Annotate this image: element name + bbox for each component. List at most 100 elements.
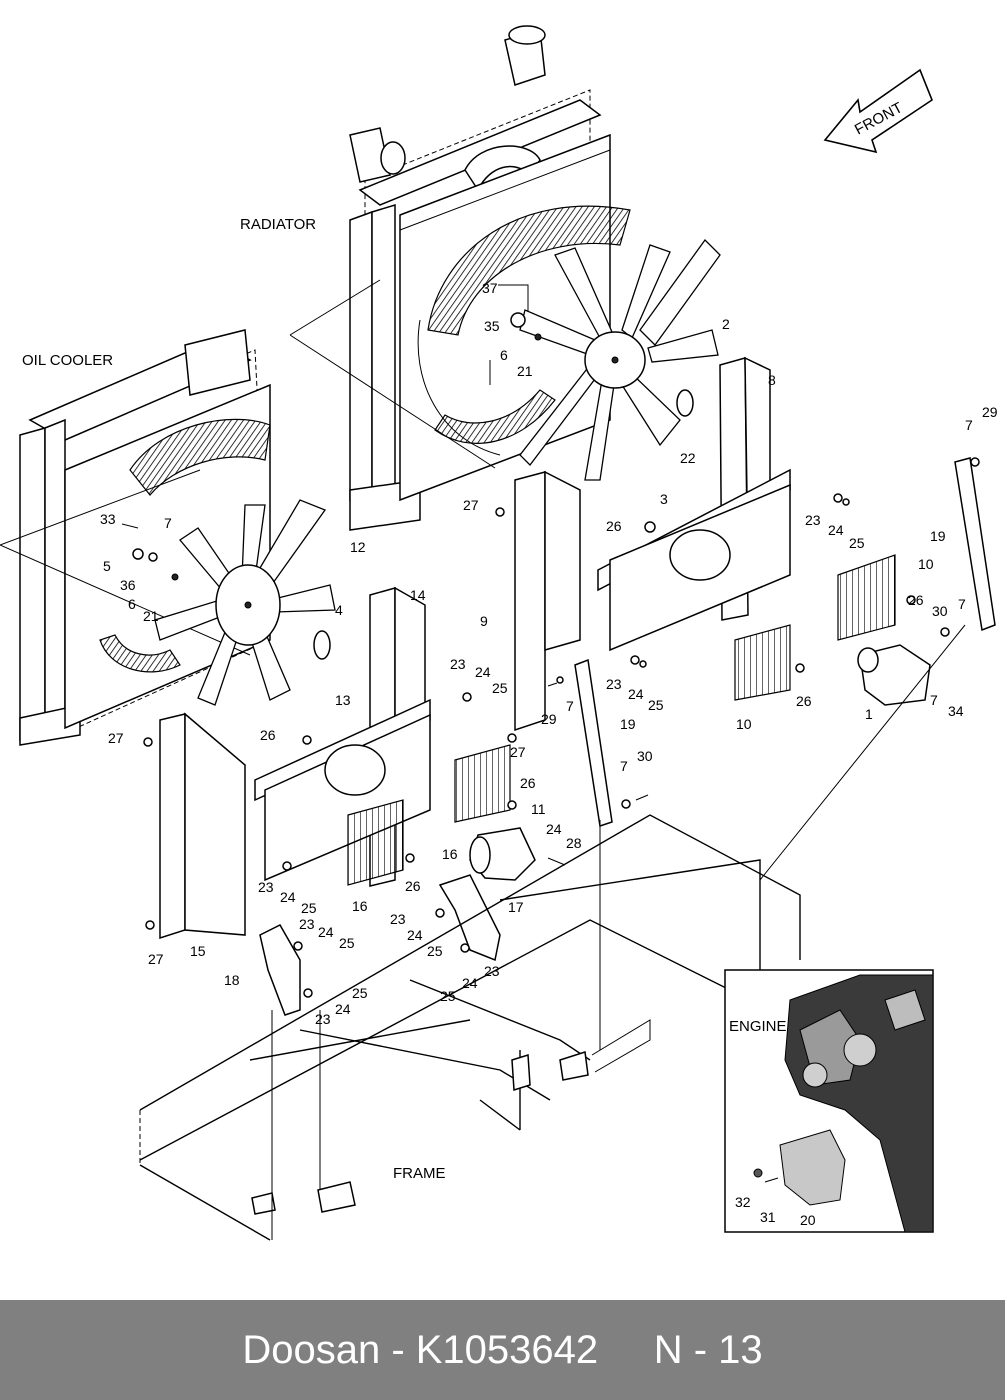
hardware-symbols	[121, 284, 980, 998]
callout-23-e: 23	[299, 916, 315, 932]
footer-part-number: K1053642	[415, 1327, 599, 1372]
callout-24-g: 24	[407, 927, 423, 943]
callout-12: 12	[350, 539, 366, 555]
callout-3: 3	[660, 491, 668, 507]
callout-7-oil-cooler: 7	[164, 515, 172, 531]
fan-motor-1	[857, 644, 931, 706]
callout-25-c: 25	[492, 680, 508, 696]
callout-36: 36	[120, 577, 136, 593]
footer-bar: Doosan - K1053642 N - 13	[0, 1300, 1005, 1400]
callout-25-h: 25	[352, 985, 368, 1001]
exploded-parts-diagram: FRONT RADIATOR	[0, 25, 998, 1241]
oil-cooler-fan	[154, 499, 336, 706]
callout-29-a: 29	[982, 404, 998, 420]
callout-25-a: 25	[849, 535, 865, 551]
callout-32: 32	[735, 1194, 751, 1210]
support-rod-19-left	[574, 658, 613, 827]
callout-10-lower: 10	[736, 716, 752, 732]
radiator-label: RADIATOR	[240, 216, 316, 233]
callout-20: 20	[800, 1212, 816, 1228]
callout-28: 28	[566, 835, 582, 851]
bracket-9	[514, 471, 546, 732]
callout-14: 14	[410, 587, 426, 603]
callout-27-d: 27	[148, 951, 164, 967]
callout-24-c: 24	[475, 664, 491, 680]
engine-label: ENGINE	[729, 1018, 787, 1035]
callout-23-f: 23	[390, 911, 406, 927]
callout-16-upper: 16	[442, 846, 458, 862]
callout-31: 31	[760, 1209, 776, 1225]
grille-16-lower	[347, 799, 404, 886]
callout-19-left: 19	[620, 716, 636, 732]
callout-22: 22	[680, 450, 696, 466]
callout-33: 33	[100, 511, 116, 527]
callout-18: 18	[224, 972, 240, 988]
fan-motor-11	[469, 827, 536, 881]
callout-24-h: 24	[462, 975, 478, 991]
callout-24-a: 24	[828, 522, 844, 538]
support-rod-19-right	[954, 457, 996, 632]
callout-26-b: 26	[908, 592, 924, 608]
callout-8: 8	[768, 372, 776, 388]
callout-24-f: 24	[318, 924, 334, 940]
callout-7-bracket: 7	[566, 698, 574, 714]
callout-23-b: 23	[606, 676, 622, 692]
footer-page: N - 13	[653, 1327, 763, 1372]
callout-25-f: 25	[427, 943, 443, 959]
callout-26-c: 26	[796, 693, 812, 709]
grille-10-lower	[734, 624, 791, 701]
callout-7-rod-top: 7	[965, 417, 973, 433]
callout-17: 17	[508, 899, 524, 915]
callout-24-b: 24	[628, 686, 644, 702]
footer-brand: Doosan	[242, 1327, 381, 1372]
callout-23-d: 23	[258, 879, 274, 895]
callout-30-a: 30	[932, 603, 948, 619]
callout-19-right: 19	[930, 528, 946, 544]
bracket-15	[159, 713, 186, 940]
callout-26-a: 26	[606, 518, 622, 534]
callout-23-h: 23	[315, 1011, 331, 1027]
callout-9: 9	[480, 613, 488, 629]
callout-24-i: 24	[335, 1001, 351, 1017]
callout-25-g: 25	[440, 988, 456, 1004]
oil-cooler-assembly	[19, 329, 271, 746]
callout-5: 5	[103, 558, 111, 574]
callout-7-rod-mid: 7	[958, 596, 966, 612]
callout-25-e: 25	[339, 935, 355, 951]
callout-6-oil-cooler: 6	[128, 596, 136, 612]
callout-7-rod-low: 7	[620, 758, 628, 774]
engine-inset	[724, 969, 934, 1233]
callout-23-g: 23	[484, 963, 500, 979]
callout-27-c: 27	[510, 744, 526, 760]
frame	[139, 624, 966, 1241]
callout-26-d: 26	[260, 727, 276, 743]
grille-10-upper	[837, 554, 896, 641]
callout-23-c: 23	[450, 656, 466, 672]
bracket-18	[259, 924, 301, 1016]
footer-gap	[598, 1328, 654, 1373]
bracket-17	[438, 874, 501, 962]
callout-27-b: 27	[108, 730, 124, 746]
callout-29-b: 29	[541, 711, 557, 727]
callout-34: 34	[948, 703, 964, 719]
callout-24-e: 24	[280, 889, 296, 905]
callout-23-a: 23	[805, 512, 821, 528]
callout-16-lower: 16	[352, 898, 368, 914]
radiator-fan	[519, 239, 721, 481]
callout-37: 37	[482, 280, 498, 296]
oil-cooler-label: OIL COOLER	[22, 352, 113, 369]
grille-16-upper	[454, 744, 511, 823]
callout-1: 1	[865, 706, 873, 722]
callout-21-radiator: 21	[517, 363, 533, 379]
callout-26-e: 26	[520, 775, 536, 791]
callout-7-motor: 7	[930, 692, 938, 708]
callout-27-a: 27	[463, 497, 479, 513]
callout-25-d: 25	[301, 900, 317, 916]
callout-11: 11	[531, 801, 546, 817]
callout-35: 35	[484, 318, 500, 334]
callout-26-f: 26	[405, 878, 421, 894]
callout-10-upper: 10	[918, 556, 934, 572]
callout-13: 13	[335, 692, 351, 708]
callout-4: 4	[335, 602, 343, 618]
footer-separator: -	[380, 1327, 416, 1372]
